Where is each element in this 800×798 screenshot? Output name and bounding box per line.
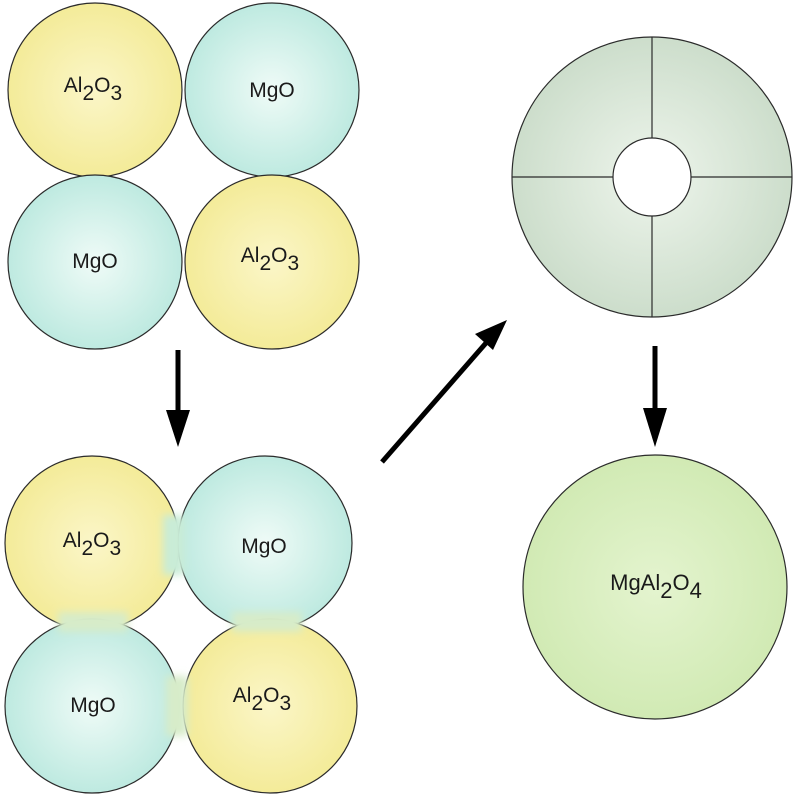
stage1-mgo-bottom-left-particle xyxy=(7,174,183,350)
stage1-mgo-top-right-label: MgO xyxy=(249,79,295,102)
ring-particle-group xyxy=(511,36,793,318)
stage2-neck-bottom xyxy=(166,676,188,736)
arrow-down-left xyxy=(166,350,190,447)
stage2-neck-right xyxy=(232,612,302,632)
stage1-group: Al2O3 MgO MgO Al2O3 xyxy=(7,2,360,350)
stage2-neck-top xyxy=(163,515,185,575)
arrow-down-right xyxy=(643,346,667,447)
stage2-neck-left xyxy=(58,612,128,632)
ring-hollow-core xyxy=(612,137,692,217)
stage1-al2o3-bottom-right-label: Al2O3 xyxy=(241,244,299,275)
stage2-mgo-bottom-left-label: MgO xyxy=(70,694,116,717)
product-group: MgAl2O4 xyxy=(522,454,788,720)
stage1-mgo-bottom-left-label: MgO xyxy=(72,250,118,273)
stage2-al2o3-top-left-label: Al2O3 xyxy=(63,529,121,560)
spinel-product-particle xyxy=(522,454,788,720)
stage2-group: Al2O3 MgO MgO Al2O3 xyxy=(4,455,358,794)
arrow-diagonal-up-right xyxy=(380,320,507,464)
stage2-mgo-top-right-label: MgO xyxy=(241,535,287,558)
stage2-al2o3-bottom-right-label: Al2O3 xyxy=(233,684,291,715)
stage1-al2o3-top-left-label: Al2O3 xyxy=(64,74,122,105)
spinel-product-label: MgAl2O4 xyxy=(610,570,702,603)
stage1-al2o3-bottom-right-particle xyxy=(184,174,360,350)
